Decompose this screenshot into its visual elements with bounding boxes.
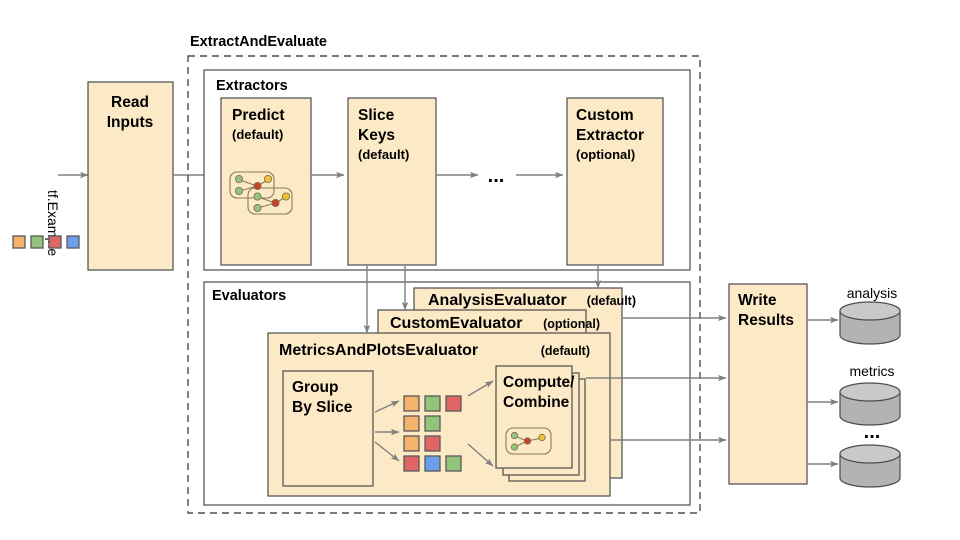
other-store[interactable] — [839, 444, 901, 488]
graph-icon — [229, 171, 293, 215]
extractors-header: Extractors — [216, 78, 288, 94]
metrics-evaluator-label: MetricsAndPlotsEvaluator — [279, 342, 478, 359]
extractor-slice-keys-box[interactable] — [347, 97, 437, 266]
custom-evaluator-label: CustomEvaluator — [390, 315, 522, 332]
analysis-store-label: analysis — [847, 285, 898, 301]
extractor-predict-qualifier: (default) — [232, 127, 283, 142]
metrics-store[interactable] — [839, 382, 901, 426]
compute-combine-line2: Combine — [503, 394, 570, 411]
extractor-slice-keys-qualifier: (default) — [358, 147, 409, 162]
extractor-custom-line1: Custom — [576, 107, 634, 124]
metrics-evaluator-qualifier: (default) — [541, 344, 590, 358]
custom-evaluator-qualifier: (optional) — [543, 317, 600, 331]
extractor-custom-qualifier: (optional) — [576, 147, 635, 162]
arrow-slice-to-compute-1 — [467, 380, 494, 397]
compute-combine-box[interactable] — [495, 365, 573, 469]
evaluators-header: Evaluators — [212, 288, 286, 304]
analysis-store[interactable] — [839, 301, 901, 345]
extractor-custom-box[interactable] — [566, 97, 664, 266]
input-swatches — [12, 235, 80, 249]
group-by-slice-line1: Group — [292, 379, 339, 396]
read-inputs-line1: Read — [111, 94, 149, 111]
graph-icon — [505, 427, 552, 455]
write-results-line2: Results — [738, 312, 794, 329]
extractors-ellipsis: ... — [488, 165, 505, 187]
read-inputs-box[interactable] — [87, 81, 174, 271]
slice-swatch-grid — [403, 395, 462, 472]
analysis-evaluator-label: AnalysisEvaluator — [428, 292, 567, 309]
group-title: ExtractAndEvaluate — [190, 34, 327, 50]
arrow-gbs-to-slice-3 — [374, 441, 400, 462]
write-results-box[interactable] — [728, 283, 808, 485]
group-by-slice-line2: By Slice — [292, 399, 353, 416]
extractor-slice-keys-line2: Keys — [358, 127, 395, 144]
other-store-label: ... — [864, 421, 881, 443]
extractor-slice-keys-line1: Slice — [358, 107, 395, 124]
arrow-gbs-to-slice-1 — [374, 400, 400, 413]
extractor-predict-line1: Predict — [232, 107, 285, 124]
metrics-store-label: metrics — [849, 363, 894, 379]
read-inputs-line2: Inputs — [107, 114, 154, 131]
extractor-custom-line2: Extractor — [576, 127, 644, 144]
extract-and-evaluate-group — [187, 55, 701, 514]
arrow-slice-to-compute-2 — [467, 443, 494, 467]
analysis-evaluator-qualifier: (default) — [587, 294, 636, 308]
group-by-slice-box[interactable] — [282, 370, 374, 487]
compute-combine-line1: Compute/ — [503, 374, 575, 391]
write-results-line1: Write — [738, 292, 777, 309]
